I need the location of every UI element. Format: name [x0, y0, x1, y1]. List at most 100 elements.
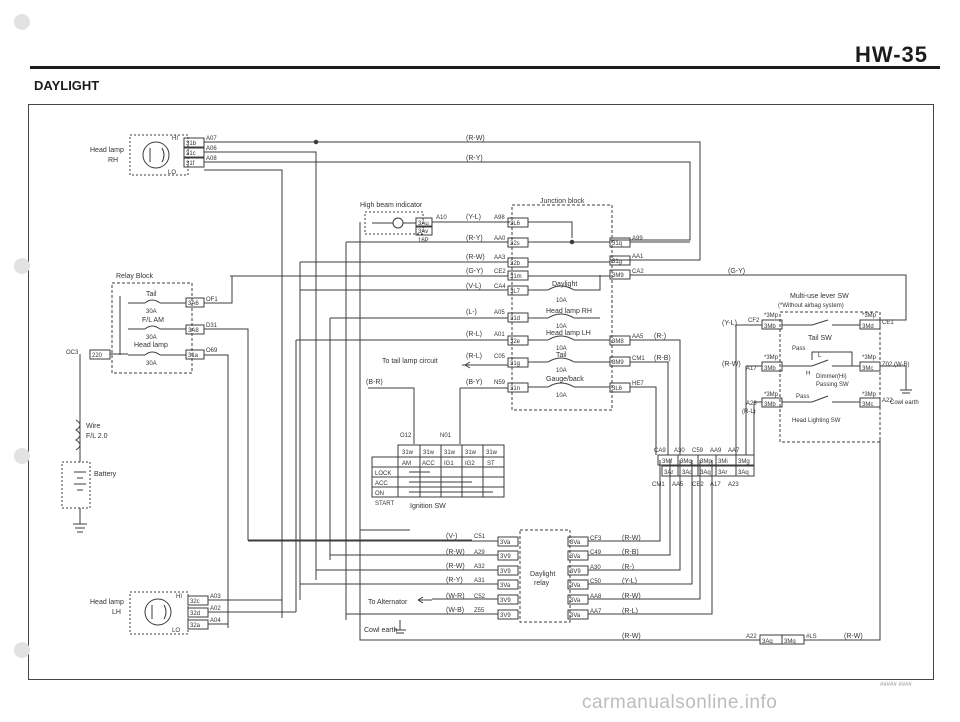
svg-text:31w: 31w [423, 450, 435, 456]
svg-text:3L6: 3L6 [510, 221, 521, 227]
svg-text:(B-R): (B-R) [366, 379, 383, 386]
svg-text:A02: A02 [210, 606, 221, 612]
svg-text:AA5: AA5 [632, 334, 644, 340]
svg-text:30A: 30A [146, 335, 157, 341]
daylight-relay-box [519, 529, 571, 623]
svg-text:3Va: 3Va [570, 540, 581, 546]
svg-text:3Au: 3Au [418, 221, 429, 227]
binder-hole [14, 14, 30, 30]
svg-text:(R-W): (R-W) [466, 135, 485, 142]
svg-text:3Mf: 3Mf [662, 459, 672, 465]
svg-text:To tail lamp circuit: To tail lamp circuit [382, 358, 438, 365]
battery-box [61, 461, 91, 509]
svg-text:C50: C50 [590, 579, 602, 585]
svg-text:Z02 (W-B): Z02 (W-B) [882, 362, 910, 368]
svg-text:AA3: AA3 [494, 255, 506, 261]
junction-block-box [511, 204, 613, 411]
svg-text:A30: A30 [674, 448, 685, 454]
svg-text:Head Lighting SW: Head Lighting SW [792, 418, 841, 424]
footer-code: ##### #### [880, 682, 912, 688]
svg-text:(R-L): (R-L) [466, 353, 482, 360]
svg-text:(V-): (V-) [446, 533, 457, 540]
svg-text:3Mq: 3Mq [784, 639, 796, 645]
svg-text:D31: D31 [206, 323, 218, 329]
svg-text:31m: 31m [510, 274, 522, 280]
svg-text:Head lamp LH: Head lamp LH [546, 330, 591, 337]
svg-text:(Y-L): (Y-L) [466, 214, 481, 221]
svg-text:31g: 31g [612, 259, 622, 265]
svg-text:3A8: 3A8 [188, 328, 199, 334]
page-number: HW-35 [855, 42, 929, 67]
svg-text:L: L [818, 353, 822, 359]
svg-text:3M9: 3M9 [612, 273, 624, 279]
svg-text:O69: O69 [206, 348, 218, 354]
svg-text:31w: 31w [486, 450, 498, 456]
svg-text:Gauge/back: Gauge/back [546, 376, 584, 383]
svg-text:A08: A08 [206, 156, 217, 162]
svg-text:RH: RH [108, 157, 118, 164]
svg-text:30A: 30A [146, 309, 157, 315]
svg-text:CE2: CE2 [692, 482, 704, 488]
svg-text:3Mc: 3Mc [862, 366, 873, 372]
svg-text:A23: A23 [746, 401, 757, 407]
svg-text:Head lamp: Head lamp [134, 342, 168, 349]
svg-text:16P: 16P [418, 238, 429, 244]
svg-text:CA9: CA9 [654, 448, 666, 454]
watermark: carmanualsonline.info [582, 692, 778, 713]
svg-text:A98: A98 [494, 215, 505, 221]
svg-text:3Ar: 3Ar [664, 470, 673, 476]
svg-text:A07: A07 [206, 136, 217, 142]
svg-text:C51: C51 [474, 534, 486, 540]
binder-hole [14, 642, 30, 658]
binder-hole [14, 258, 30, 274]
svg-text:(R-Y): (R-Y) [466, 235, 483, 242]
svg-text:Tail: Tail [146, 291, 157, 298]
relay-block-box [111, 282, 193, 374]
svg-text:3Aq: 3Aq [682, 470, 693, 476]
svg-text:3M9: 3M9 [612, 360, 624, 366]
svg-text:A10: A10 [436, 215, 447, 221]
binder-hole [14, 448, 30, 464]
svg-text:3V9: 3V9 [500, 613, 511, 619]
svg-text:3V9: 3V9 [500, 554, 511, 560]
svg-text:3Aq: 3Aq [700, 470, 711, 476]
svg-text:3Av: 3Av [418, 229, 428, 235]
svg-text:(R-W): (R-W) [844, 633, 863, 640]
svg-text:A17: A17 [710, 482, 721, 488]
svg-text:3V9: 3V9 [570, 569, 581, 575]
svg-text:Daylight: Daylight [552, 281, 577, 288]
svg-text:AA7: AA7 [728, 448, 740, 454]
svg-text:(R-W): (R-W) [622, 593, 641, 600]
svg-text:3Va: 3Va [570, 613, 581, 619]
svg-text:(R-L): (R-L) [466, 331, 482, 338]
svg-text:31w: 31w [444, 450, 456, 456]
svg-text:(G-Y): (G-Y) [466, 268, 483, 275]
svg-text:AM: AM [402, 461, 411, 467]
svg-text:(Y-L): (Y-L) [722, 320, 737, 327]
svg-text:10A: 10A [556, 368, 567, 374]
svg-text:31n: 31n [510, 386, 520, 392]
svg-text:3Mb: 3Mb [764, 324, 776, 330]
ignition-switch-label: Ignition SW [410, 503, 446, 510]
svg-text:ACC: ACC [422, 461, 435, 467]
svg-text:F/L AM: F/L AM [142, 317, 164, 324]
svg-text:AA7: AA7 [590, 609, 602, 615]
svg-text:A99: A99 [632, 236, 643, 242]
svg-text:31w: 31w [402, 450, 414, 456]
svg-text:A01: A01 [494, 332, 505, 338]
svg-text:CE1: CE1 [882, 320, 894, 326]
svg-text:C05: C05 [494, 354, 506, 360]
svg-text:30A: 30A [146, 361, 157, 367]
svg-text:*3Mp: *3Mp [764, 313, 779, 319]
svg-text:START: START [375, 501, 394, 507]
svg-text:A06: A06 [206, 146, 217, 152]
svg-text:(V-L): (V-L) [466, 283, 481, 290]
svg-text:32d: 32d [190, 611, 200, 617]
svg-text:3Va: 3Va [500, 540, 511, 546]
daylight-relay-label: Daylight [530, 571, 555, 578]
svg-text:10A: 10A [556, 324, 567, 330]
svg-text:IG1: IG1 [444, 461, 454, 467]
svg-text:3Mc: 3Mc [862, 402, 873, 408]
svg-text:Z55: Z55 [474, 608, 485, 614]
svg-text:3Mp: 3Mp [700, 459, 712, 465]
